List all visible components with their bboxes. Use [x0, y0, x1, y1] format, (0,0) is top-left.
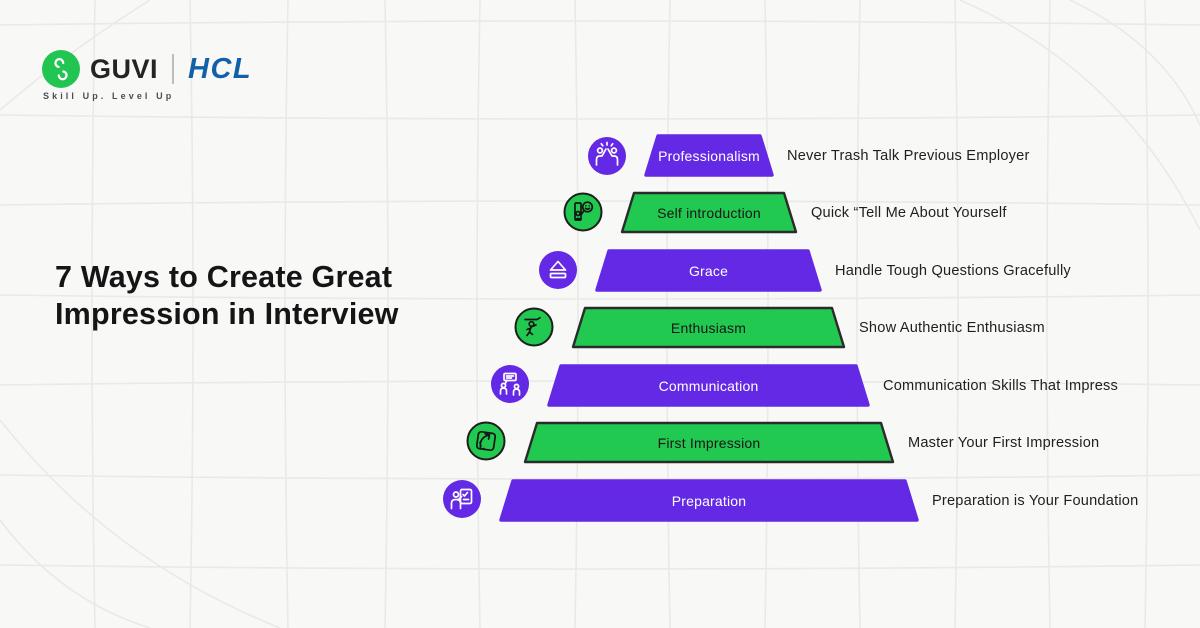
pyramid-row-description: Quick “Tell Me About Yourself: [811, 204, 1007, 221]
hcl-wordmark: HCL: [188, 52, 253, 85]
brand-tagline: Skill Up. Level Up: [43, 91, 175, 101]
checklist-board-icon: [442, 479, 482, 519]
pyramid-bar-label: Communication: [658, 377, 759, 394]
person-speech-icon: [563, 192, 603, 232]
eject-icon: [538, 250, 578, 290]
pyramid-bar-label: Grace: [688, 262, 729, 279]
people-chat-icon: [490, 364, 530, 404]
pyramid-bar: Communication: [547, 364, 870, 407]
pyramid-bar: Enthusiasm: [571, 306, 846, 349]
pyramid-bar: Grace: [595, 249, 822, 292]
page-title: 7 Ways to Create Great Impression in Int…: [55, 259, 399, 333]
pyramid-row-description: Preparation is Your Foundation: [932, 492, 1139, 509]
pyramid-bar-label: First Impression: [657, 434, 761, 451]
pyramid-bar-label: Enthusiasm: [670, 319, 747, 336]
brand-lockup: GUVI HCL: [42, 50, 252, 88]
pyramid-bar: Professionalism: [644, 134, 774, 177]
pyramid-row-description: Never Trash Talk Previous Employer: [787, 147, 1030, 164]
team-highfive-icon: [587, 136, 627, 176]
pyramid-row-description: Handle Tough Questions Gracefully: [835, 262, 1071, 279]
page-title-line2: Impression in Interview: [55, 297, 399, 331]
guvi-logo-icon: [42, 50, 80, 88]
pyramid-bar-label: Self introduction: [657, 204, 761, 221]
pyramid-row-description: Communication Skills That Impress: [883, 377, 1119, 394]
arrow-badge-icon: [466, 421, 506, 461]
logo-divider: [172, 54, 175, 84]
pyramid-bar: Self introduction: [620, 191, 798, 234]
guvi-wordmark: GUVI: [90, 53, 159, 84]
pyramid-row-description: Show Authentic Enthusiasm: [859, 319, 1045, 336]
page-title-line1: 7 Ways to Create Great: [55, 260, 393, 294]
pyramid-bar-label: Professionalism: [658, 147, 760, 164]
pyramid-row-description: Master Your First Impression: [908, 434, 1100, 451]
pyramid-bar-label: Preparation: [671, 492, 747, 509]
jumping-person-icon: [514, 307, 554, 347]
pyramid-bar: Preparation: [499, 479, 919, 522]
pyramid-bar: First Impression: [523, 421, 895, 464]
